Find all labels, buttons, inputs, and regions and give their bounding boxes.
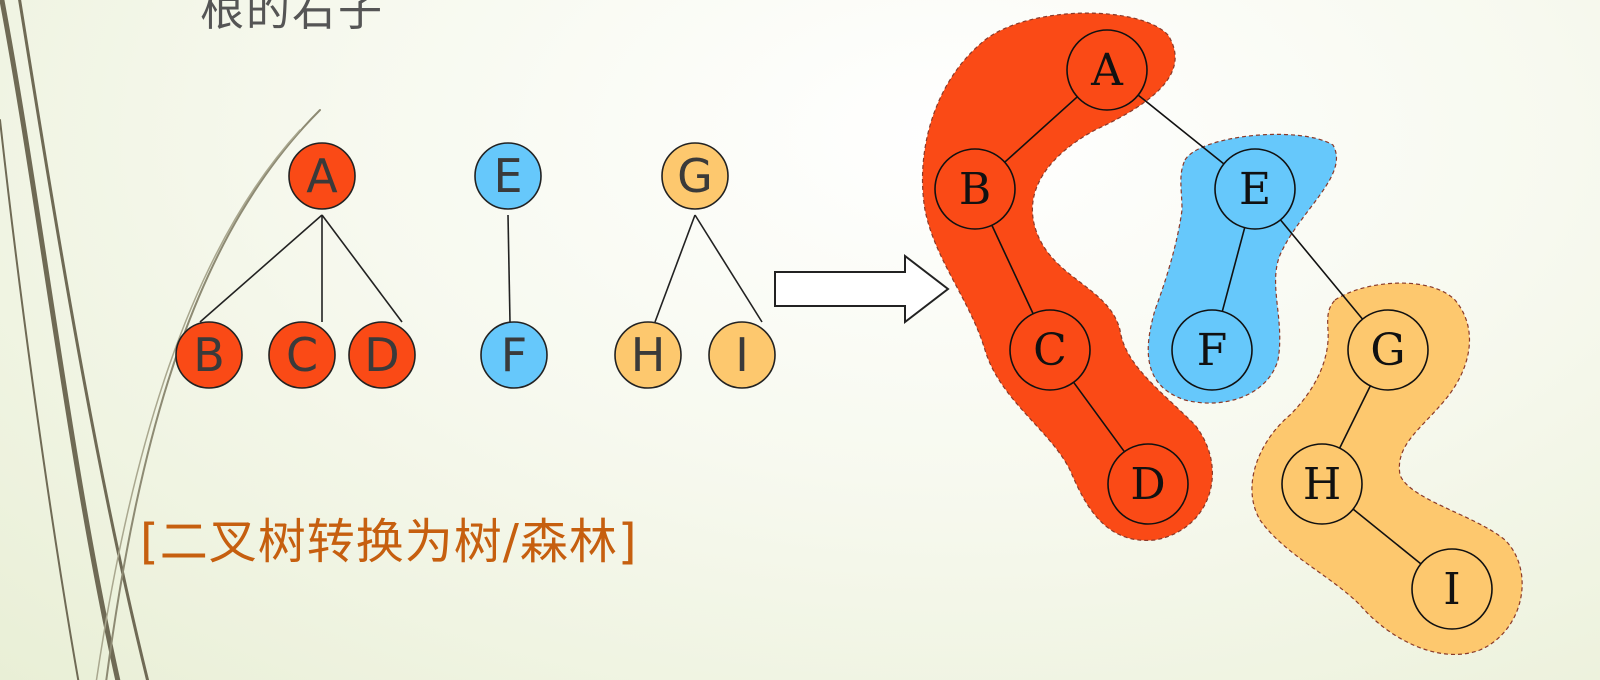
bt-node-h: H [1281,443,1363,525]
forest-node-label: F [501,328,527,382]
forest-node-i: I [708,321,776,389]
forest-node-g: G [661,142,729,210]
bt-node-label: G [1370,325,1405,376]
bt-node-i: I [1411,548,1493,630]
bt-node-b: B [934,148,1016,230]
slide-caption: [二叉树转换为树/森林] [140,514,638,570]
binary-tree-edges [991,94,1422,565]
bt-edge-g-h [1338,385,1372,449]
forest-node-label: A [306,149,338,203]
bt-node-e: E [1214,148,1296,230]
forest-node-a: A [288,142,356,210]
forest-edge-a-d [321,214,403,323]
bt-node-label: H [1303,459,1341,510]
bt-node-label: A [1090,45,1124,96]
forest-edges [199,214,763,323]
forest-node-e: E [474,142,542,210]
forest-node-label: I [735,328,749,382]
bt-node-label: B [959,164,991,215]
bt-edge-h-i [1352,508,1422,565]
forest-edge-e-f [507,214,511,323]
transform-arrow [774,253,950,325]
bt-node-c: C [1009,309,1091,391]
forest-edge-g-i [694,214,763,323]
forest-node-label: G [677,149,713,203]
decorative-curves [0,0,321,680]
bt-edge-c-d [1072,381,1126,453]
forest-node-h: H [614,321,682,389]
forest-node-label: D [364,328,399,382]
group-blob-red [922,12,1213,541]
forest-node-c: C [268,321,336,389]
forest-node-label: H [631,328,666,382]
forest-node-label: C [286,328,318,382]
forest-node-label: E [493,149,522,203]
bt-node-f: F [1171,309,1253,391]
forest-node-d: D [348,321,416,389]
bt-edge-b-c [991,224,1034,315]
slide-heading: 根的右子 [200,0,384,36]
bt-node-a: A [1066,29,1148,111]
bt-node-label: E [1239,164,1271,215]
bt-node-label: F [1197,325,1228,376]
bt-node-g: G [1347,309,1429,391]
bt-edge-a-b [1004,96,1078,163]
forest-edge-a-b [199,214,323,323]
forest-node-label: B [193,328,225,382]
bt-edge-e-g [1279,219,1364,320]
bt-edge-e-f [1221,227,1246,312]
forest-node-b: B [175,321,243,389]
forest-edge-g-h [654,214,696,323]
bt-node-d: D [1107,443,1189,525]
binary-tree-nodes: A B C D E F G H I [934,29,1493,630]
bt-node-label: D [1130,459,1165,510]
forest-node-f: F [480,321,548,389]
bt-edge-a-e [1137,94,1225,165]
bt-node-label: I [1443,564,1460,615]
bt-node-label: C [1033,325,1067,376]
